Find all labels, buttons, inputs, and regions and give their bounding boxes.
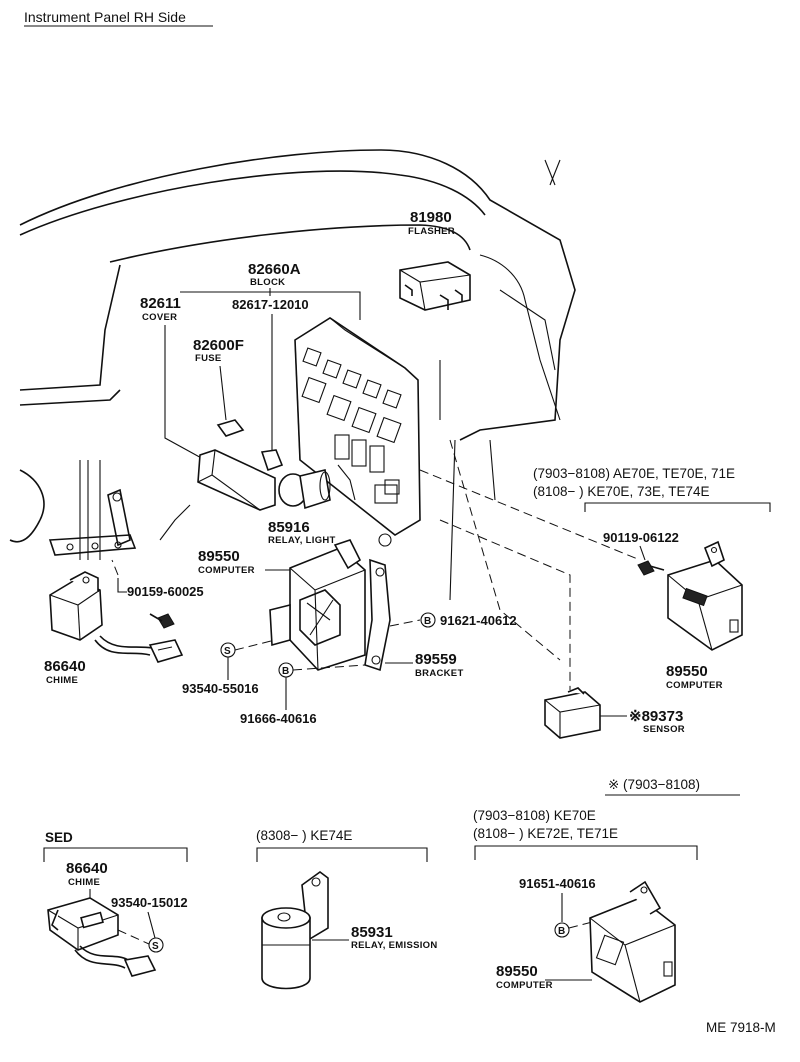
computer-main-part bbox=[269, 539, 366, 671]
bolt-bottom-number: 91651-40616 bbox=[519, 876, 596, 891]
app-right-line1: (7903−8108) AE70E, TE70E, 71E bbox=[533, 466, 735, 481]
chime-sed-name: CHIME bbox=[68, 877, 100, 888]
app-bottom-line1: (7903−8108) KE70E bbox=[473, 808, 596, 823]
flasher-part bbox=[399, 261, 471, 311]
flasher-number: 81980 bbox=[410, 209, 452, 226]
sed-bracket bbox=[43, 847, 188, 862]
computer-right-name: COMPUTER bbox=[666, 680, 723, 691]
relay-emission-part bbox=[261, 871, 329, 990]
app-bottom-bracket bbox=[474, 845, 698, 860]
computer-bottom-name: COMPUTER bbox=[496, 980, 553, 991]
screw-sed-symbol: S bbox=[152, 941, 159, 952]
bolt-b1-symbol: B bbox=[424, 616, 431, 627]
chime-sed-number: 86640 bbox=[66, 860, 108, 877]
dash-block-to-sensor bbox=[439, 519, 571, 690]
computer-bottom-part bbox=[589, 880, 676, 1003]
app-right-line2: (8108− ) KE70E, 73E, TE74E bbox=[533, 484, 710, 499]
bolt-small-leader bbox=[117, 578, 127, 593]
bolt-right-leader bbox=[639, 545, 646, 561]
bolt-right-part bbox=[637, 560, 665, 576]
bolt-small-dash bbox=[111, 559, 119, 576]
bolt-small-part bbox=[149, 613, 175, 629]
block-sub-number: 82617-12010 bbox=[232, 297, 309, 312]
app-mid: (8308− ) KE74E bbox=[256, 828, 352, 843]
block-name: BLOCK bbox=[250, 277, 285, 288]
bolt-small-number: 90159-60025 bbox=[127, 584, 204, 599]
screw-sed-circle bbox=[148, 937, 164, 953]
sensor-name: SENSOR bbox=[643, 724, 685, 735]
fuse-number: 82600F bbox=[193, 337, 244, 354]
flasher-name: FLASHER bbox=[408, 226, 455, 237]
bolt-bottom-symbol: B bbox=[558, 926, 565, 937]
bolt-right-number: 90119-06122 bbox=[603, 530, 679, 545]
bolt-bottom-dash bbox=[568, 919, 601, 929]
computer-right-part bbox=[667, 540, 743, 651]
chime-main-name: CHIME bbox=[46, 675, 78, 686]
block-leader bbox=[180, 291, 361, 320]
cover-leader bbox=[164, 325, 206, 461]
app-right-bracket bbox=[584, 502, 771, 512]
relay-light-name: RELAY, LIGHT bbox=[268, 535, 336, 546]
app-bottom-line2: (8108− ) KE72E, TE71E bbox=[473, 826, 618, 841]
block-number: 82660A bbox=[248, 261, 301, 278]
screw-s1-number: 93540-55016 bbox=[182, 681, 259, 696]
cover-number: 82611 bbox=[140, 295, 181, 312]
cover-part bbox=[197, 449, 276, 511]
diagram-title: Instrument Panel RH Side bbox=[24, 9, 186, 25]
screw-s1-symbol: S bbox=[224, 646, 231, 657]
bracket-name: BRACKET bbox=[415, 668, 464, 679]
fuse-leader bbox=[219, 365, 227, 421]
relay-emission-number: 85931 bbox=[351, 924, 393, 941]
sensor-part bbox=[544, 687, 601, 739]
screw-sed-number: 93540-15012 bbox=[111, 895, 188, 910]
screw-sed-dash bbox=[117, 929, 150, 945]
computer-right-number: 89550 bbox=[666, 663, 708, 680]
dash-block-to-computer bbox=[419, 469, 641, 561]
relay-light-number: 85916 bbox=[268, 519, 310, 536]
chime-main-part bbox=[49, 571, 184, 663]
bolt-b1-dash bbox=[389, 619, 421, 627]
relay-light-part bbox=[278, 469, 331, 510]
cover-name: COVER bbox=[142, 312, 177, 323]
bolt-b2-number: 91666-40616 bbox=[240, 711, 317, 726]
junction-block-part bbox=[294, 317, 421, 547]
bolt-b1-number: 91621-40612 bbox=[440, 613, 517, 628]
bracket-part bbox=[364, 558, 391, 672]
chime-main-number: 86640 bbox=[44, 658, 86, 675]
computer-bottom-number: 89550 bbox=[496, 963, 538, 980]
bolt-bottom-circle bbox=[554, 922, 570, 938]
sensor-number: ※89373 bbox=[629, 708, 683, 725]
app-mid-bracket bbox=[256, 847, 428, 862]
dash-panel-lower bbox=[449, 439, 561, 661]
block-clip-part bbox=[260, 449, 284, 472]
sensor-note: ※ (7903−8108) bbox=[608, 777, 700, 792]
screw-s1-dash bbox=[234, 639, 276, 651]
fuse-name: FUSE bbox=[195, 353, 222, 364]
computer-main-name: COMPUTER bbox=[198, 565, 255, 576]
bolt-b2-dash bbox=[292, 664, 366, 671]
fuse-part bbox=[216, 419, 245, 437]
relay-emission-name: RELAY, EMISSION bbox=[351, 940, 438, 951]
bolt-b1-circle bbox=[420, 612, 436, 628]
chime-sed-part bbox=[47, 897, 157, 977]
computer-main-number: 89550 bbox=[198, 548, 240, 565]
bracket-number: 89559 bbox=[415, 651, 457, 668]
screw-sed-leader bbox=[147, 911, 156, 939]
footer-code: ME 7918-M bbox=[706, 1020, 776, 1035]
sed-label: SED bbox=[45, 830, 73, 845]
instrument-panel-outline bbox=[9, 149, 576, 601]
bolt-b2-symbol: B bbox=[282, 666, 289, 677]
